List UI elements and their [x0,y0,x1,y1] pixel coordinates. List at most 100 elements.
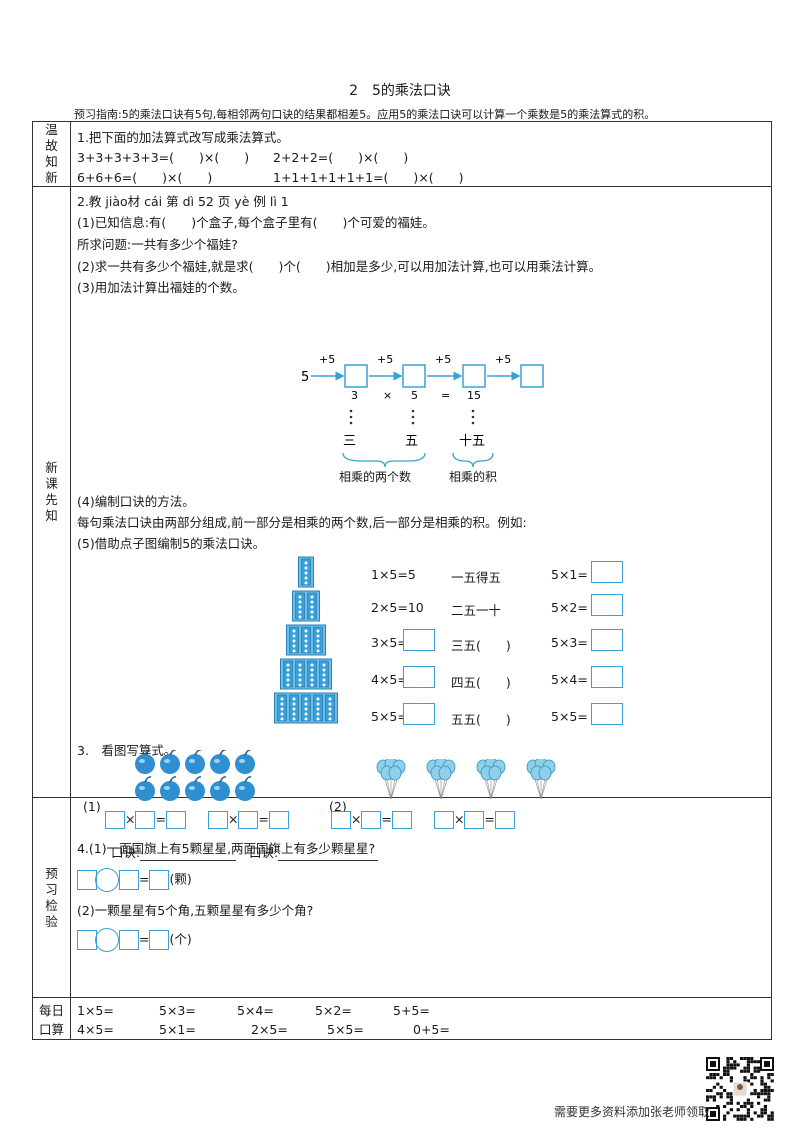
row5-koujue: 五五( ) [451,712,511,727]
flow-step-3: +5 [435,353,451,366]
worksheet-table: 温故知新 1.把下面的加法算式改写成乘法算式。 3+3+3+3+3=( )×( … [32,121,772,1040]
balloon-bunch-icon [526,759,556,800]
label-factors: 相乘的两个数 [339,470,412,484]
q2-part1: (1)已知信息:有( )个盒子,每个盒子里有( )个可爱的福娃。 [77,215,435,230]
daily-r2-c4: 5×5= [327,1022,364,1037]
row1-rev-answer-box[interactable] [591,561,623,583]
apple-icon [210,750,230,774]
flow-eq-equals: = [441,389,450,402]
flow-cn-c: 十五 [459,434,485,449]
addition-flow-diagram: 5 +5 +5 +5 +5 3 × 5 = 15 [301,353,544,402]
q4a-box-c[interactable] [149,870,170,890]
bracket-product [452,452,494,468]
page-title: 2 5的乘法口诀 [349,83,451,99]
flow-step-4: +5 [495,353,511,366]
apple-icon [235,776,255,801]
review-q-b: 2+2+2=( )×( ) [273,150,409,165]
flow-box-1[interactable] [344,364,368,388]
balloon-bunch-icon [376,759,406,800]
q4-part1: 4.(1)一面国旗上有5颗星星,两面国旗上有多少颗星星? [77,841,376,856]
row3-rev: 5×3= [551,635,588,650]
guide-text: 预习指南:5的乘法口诀有5句,每相邻两句口诀的结果都相差5。应用5的乘法口诀可以… [74,108,656,121]
q4b-box-c[interactable] [149,930,170,950]
footer-note: 需要更多资料添加张老师领取 [553,1105,710,1119]
q4b-unit: (个) [169,931,192,947]
flow-cn-a: 三 [343,434,356,449]
section-daily: 每日 口算 [32,997,71,1040]
section-review: 温故知新 [32,121,71,187]
q4b-operator-circle[interactable] [95,928,119,952]
bracket-factors [342,452,426,468]
apple-icon [160,750,180,774]
row2-eq: 2×5=10 [371,600,424,615]
row4-eq: 4×5= [371,672,408,687]
row2-rev-answer-box[interactable] [591,594,623,616]
row3-eq: 3×5= [371,635,408,650]
row4-koujue: 四五( ) [451,675,511,690]
q2-part5: (5)借助点子图编制5的乘法口诀。 [77,536,266,551]
qr-code-icon [704,1055,776,1123]
row3-rev-answer-box[interactable] [591,629,623,651]
daily-label-bottom: 口算 [38,1021,64,1037]
flow-eq-a: 3 [351,389,358,402]
balloon-bunch-icon [476,759,506,800]
section-check-label: 预习检验 [45,865,58,929]
row3-koujue: 三五( ) [451,638,511,653]
q2-part3: (3)用加法计算出福娃的个数。 [77,280,245,295]
q3-heading: 3. 看图写算式。 [77,743,177,758]
section-review-label: 温故知新 [45,122,58,185]
flow-start: 5 [301,370,309,385]
flow-eq-times: × [383,389,392,402]
q4-part1-equation: =(颗) [77,868,192,892]
q4b-box-a[interactable] [77,930,97,950]
dots-and-brackets: 三 五 十五 [342,409,494,468]
apple-icon [135,776,155,801]
daily-r2-c1: 4×5= [77,1022,114,1037]
flow-box-4[interactable] [520,364,544,388]
apple-icon [235,750,255,774]
row5-rev-answer-box[interactable] [591,703,623,725]
row5-eq: 5×5= [371,709,408,724]
daily-r1-c1: 1×5= [77,1003,114,1018]
daily-r2-c5: 0+5= [413,1022,450,1037]
apple-icon [160,776,180,801]
daily-r1-c3: 5×4= [237,1003,274,1018]
flow-box-3[interactable] [462,364,486,388]
q4a-operator-circle[interactable] [95,868,119,892]
flow-cn-b: 五 [405,434,418,449]
row1-koujue: 一五得五 [451,570,502,585]
daily-label-top: 每日 [38,1002,64,1018]
q2-part2: (2)求一共有多少个福娃,就是求( )个( )相加是多少,可以用加法计算,也可以… [77,259,602,274]
row2-rev: 5×2= [551,600,588,615]
row4-rev-answer-box[interactable] [591,666,623,688]
row1-rev: 5×1= [551,567,588,582]
label-product: 相乘的积 [449,470,498,484]
flow-eq-product: 15 [467,389,481,402]
row4-eq-answer-box[interactable] [403,666,435,688]
balloon-bunch-icon [426,759,456,800]
flow-step-1: +5 [319,353,335,366]
daily-r2-c3: 2×5= [251,1022,288,1037]
flow-step-2: +5 [377,353,393,366]
section-new: 新课先知 [32,186,71,798]
q2-part4: (4)编制口诀的方法。 [77,494,195,509]
q2-heading: 2.教 jiào材 cái 第 dì 52 页 yè 例 lì 1 [77,194,289,209]
q4b-box-b[interactable] [119,930,139,950]
apple-icon [210,776,230,801]
section-check: 预习检验 [32,797,71,998]
review-q-d: 1+1+1+1+1+1=( )×( ) [273,170,464,185]
apples-figure [135,750,255,801]
daily-r1-c5: 5+5= [393,1003,430,1018]
row5-eq-answer-box[interactable] [403,703,435,725]
apple-icon [185,750,205,774]
q4-part2-equation: =(个) [77,928,192,952]
dot-tower-figure [274,556,338,724]
review-heading: 1.把下面的加法算式改写成乘法算式。 [77,130,289,145]
flow-box-2[interactable] [402,364,426,388]
daily-r1-c4: 5×2= [315,1003,352,1018]
q4a-box-a[interactable] [77,870,97,890]
review-q-a: 3+3+3+3+3=( )×( ) [77,150,250,165]
q4a-box-b[interactable] [119,870,139,890]
row3-eq-answer-box[interactable] [403,629,435,651]
balloons-figure [376,759,556,800]
